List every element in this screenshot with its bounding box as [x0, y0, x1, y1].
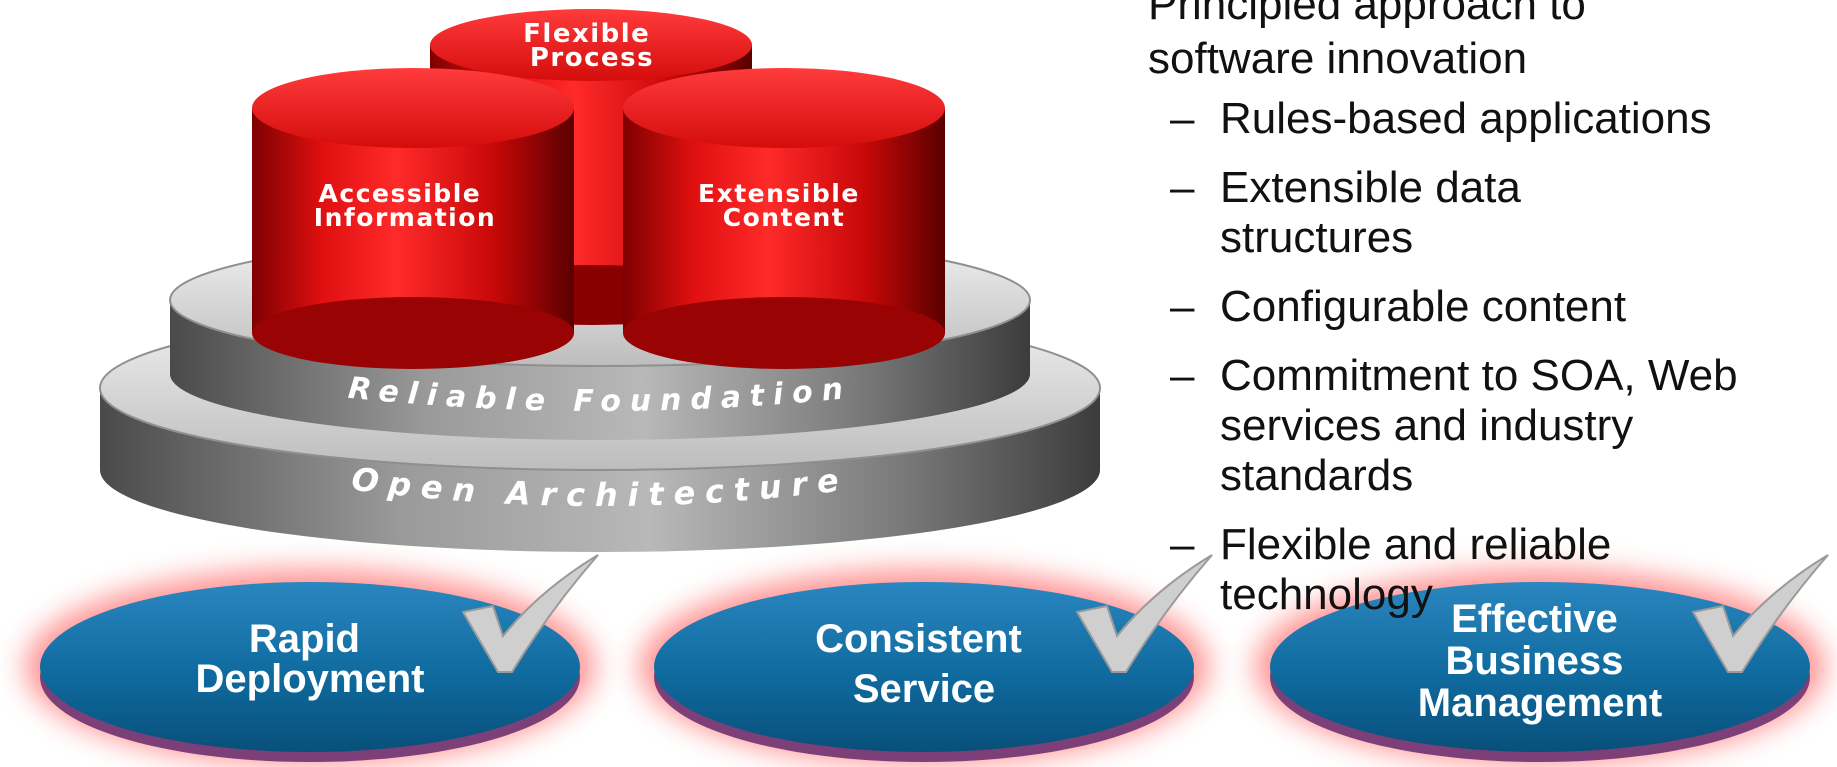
- dash-marker: –: [1170, 94, 1195, 143]
- flexible-process-label: Flexible Process: [523, 19, 661, 73]
- sub-bullet-text: Configurable content: [1220, 282, 1627, 331]
- benefit-consistent-service: Consistent Service: [639, 554, 1213, 765]
- sub-bullet-text: Commitment to SOA, Web services and indu…: [1220, 351, 1738, 500]
- sub-bullet: –Commitment to SOA, Web services and ind…: [1148, 351, 1760, 501]
- intro-line: Principled approach to: [1148, 0, 1586, 29]
- intro-line: software innovation: [1148, 34, 1528, 83]
- dash-marker: –: [1170, 520, 1195, 569]
- effective-business-management-label: Effective Business Management: [1418, 597, 1663, 725]
- sub-bullet-text: Flexible and reliable technology: [1220, 520, 1612, 619]
- sub-bullet: –Rules-based applications: [1148, 94, 1837, 144]
- check-icon: [1691, 554, 1829, 673]
- check-icon: [461, 554, 599, 673]
- sub-bullet-list: –Rules-based applications –Extensible da…: [1148, 94, 1837, 620]
- rapid-deployment-label: Rapid Deployment: [196, 617, 425, 701]
- sub-bullet: –Flexible and reliable technology: [1148, 520, 1720, 620]
- dash-marker: –: [1170, 351, 1195, 400]
- dash-marker: –: [1170, 282, 1195, 331]
- sub-bullet: –Extensible data structures: [1148, 163, 1600, 263]
- benefit-rapid-deployment: Rapid Deployment: [25, 554, 599, 765]
- accessible-information-pillar: [252, 68, 574, 369]
- accessible-information-label: Accessible Information: [314, 179, 496, 232]
- extensible-content-label: Extensible Content: [698, 179, 870, 232]
- sub-bullet-text: Extensible data structures: [1220, 163, 1521, 262]
- innovation-bullets: Principled approach to software innovati…: [1148, 0, 1837, 653]
- dash-marker: –: [1170, 163, 1195, 212]
- sub-bullet: –Configurable content: [1148, 282, 1837, 332]
- intro-text: Principled approach to software innovati…: [1148, 0, 1837, 86]
- check-icon: [1075, 554, 1213, 673]
- benefit-effective-business-management: Effective Business Management: [1255, 554, 1829, 765]
- extensible-content-pillar: [623, 68, 945, 369]
- sub-bullet-text: Rules-based applications: [1220, 94, 1712, 143]
- consistent-service-label: Consistent Service: [815, 617, 1033, 711]
